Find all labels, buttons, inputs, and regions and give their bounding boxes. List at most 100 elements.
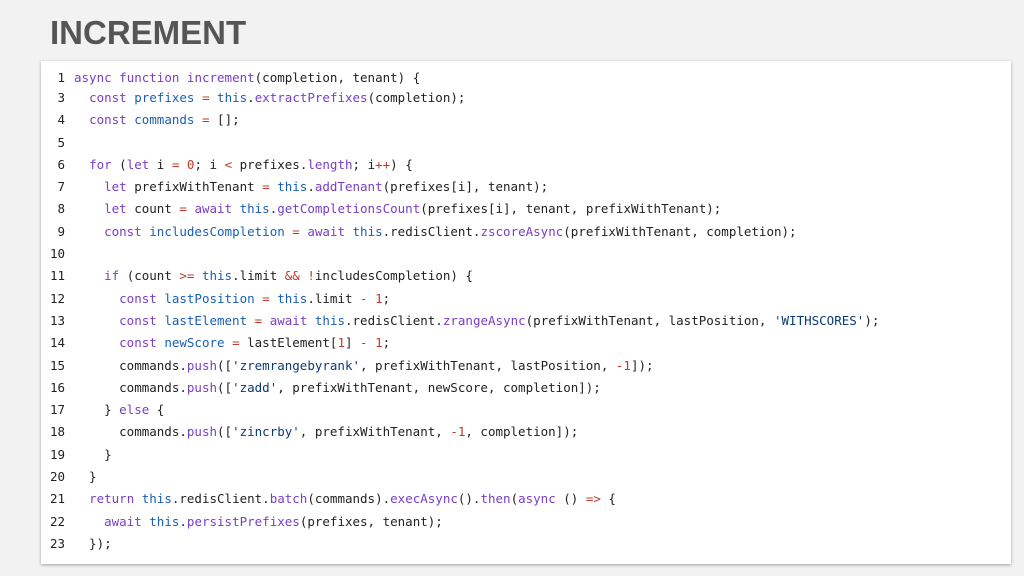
code-token: .redisClient. (382, 223, 481, 239)
code-token: (commands). (307, 491, 391, 507)
code-token: const (119, 290, 157, 306)
code-token: . (307, 179, 315, 195)
code-token: } (74, 446, 112, 462)
code-token: .limit (232, 268, 285, 284)
code-token: return (89, 491, 135, 507)
code-token: = (262, 179, 270, 195)
line-number: 4 (57, 112, 65, 128)
line-number: 21 (49, 491, 65, 507)
code-token: length (307, 156, 353, 172)
code-token: async (518, 491, 556, 507)
code-token (194, 112, 202, 127)
code-token (74, 268, 104, 283)
code-token (74, 179, 104, 194)
code-token: const (119, 312, 157, 328)
code-line: 17 } else { (41, 399, 1011, 421)
code-token (74, 90, 89, 105)
code-token: zscoreAsync (480, 223, 564, 239)
code-line: 19 } (41, 444, 1011, 466)
line-number: 9 (57, 223, 65, 239)
code-token: ! (307, 268, 315, 284)
line-number: 15 (49, 357, 65, 373)
line-code: async function increment(completion, ten… (74, 69, 420, 87)
code-block: 1 async function increment(completion, te… (41, 61, 1011, 564)
code-line: 14 const newScore = lastElement[1] - 1; (41, 332, 1011, 354)
code-token: = (201, 90, 210, 105)
line-code: return this.redisClient.batch(commands).… (74, 488, 616, 510)
line-number: 12 (49, 290, 65, 306)
code-token: else (119, 402, 150, 418)
code-token: - (360, 290, 368, 306)
code-token: await (104, 513, 142, 529)
line-number: 6 (57, 156, 65, 172)
code-token: this (277, 179, 308, 195)
code-token: (). (457, 491, 481, 507)
code-line: 1 async function increment(completion, te… (41, 69, 1011, 87)
code-line: 8 let count = await this.getCompletionsC… (41, 198, 1011, 220)
code-token: ; i (194, 156, 225, 172)
code-token: ([ (217, 357, 233, 373)
code-token: , prefixWithTenant, (299, 424, 451, 440)
code-token (74, 112, 89, 127)
line-number: 18 (49, 424, 65, 440)
code-token: 'WITHSCORES' (774, 312, 865, 328)
code-token (368, 291, 376, 306)
code-token: await (307, 223, 345, 239)
code-token (74, 291, 119, 306)
code-token: includesCompletion (149, 223, 285, 239)
code-token: = (292, 223, 300, 239)
code-token: (prefixWithTenant, completion); (563, 223, 797, 239)
code-token: prefixWithTenant (126, 179, 263, 195)
line-code: const lastElement = await this.redisClie… (74, 310, 879, 332)
code-token: -1 (450, 424, 466, 440)
code-token: ); (864, 312, 880, 328)
code-token: this (314, 312, 345, 328)
line-number: 7 (57, 179, 65, 195)
code-token: && (284, 268, 300, 284)
code-token (194, 90, 202, 105)
line-code: } else { (74, 399, 164, 421)
code-token (232, 201, 240, 216)
code-token (74, 201, 104, 216)
code-token: ([ (217, 424, 233, 440)
code-token (74, 224, 104, 239)
code-token: includesCompletion) { (314, 268, 473, 284)
code-lines: 1 async function increment(completion, te… (41, 69, 1011, 555)
code-token: push (186, 357, 217, 373)
code-token: 1 (375, 335, 383, 351)
line-number: 8 (57, 201, 65, 217)
code-token: ) { (390, 156, 413, 172)
line-number: 19 (49, 446, 65, 462)
line-number: 23 (49, 535, 65, 551)
code-token: , completion]); (465, 424, 579, 440)
code-token: = (171, 156, 180, 172)
code-token: this (149, 513, 180, 529)
code-token: } (74, 469, 97, 485)
code-token: { (600, 491, 616, 507)
code-token: this (352, 223, 383, 239)
code-token: function (119, 70, 180, 85)
code-token (262, 313, 270, 328)
code-token: increment (186, 70, 255, 85)
code-token: this (277, 290, 308, 306)
line-code: if (count >= this.limit && !includesComp… (74, 265, 473, 287)
code-token: await (194, 201, 233, 217)
code-line: 23 }); (41, 533, 1011, 555)
code-line: 11 if (count >= this.limit && !includesC… (41, 265, 1011, 287)
line-number: 5 (57, 134, 65, 150)
code-token (179, 157, 187, 172)
code-token: commands. (74, 357, 187, 373)
code-token: 1 (375, 290, 383, 306)
code-token: (completion); (367, 90, 466, 105)
code-token: prefixes. (232, 156, 308, 172)
code-token: lastPosition (164, 290, 255, 306)
code-token: = (201, 112, 210, 128)
code-token (368, 335, 376, 350)
code-line: 9 const includesCompletion = await this.… (41, 221, 1011, 243)
code-token (74, 313, 119, 328)
line-code: } (74, 466, 97, 488)
code-token: prefixes (134, 90, 195, 105)
line-number: 1 (57, 70, 65, 85)
code-line: 10 (41, 243, 1011, 265)
line-number: 3 (57, 90, 65, 105)
